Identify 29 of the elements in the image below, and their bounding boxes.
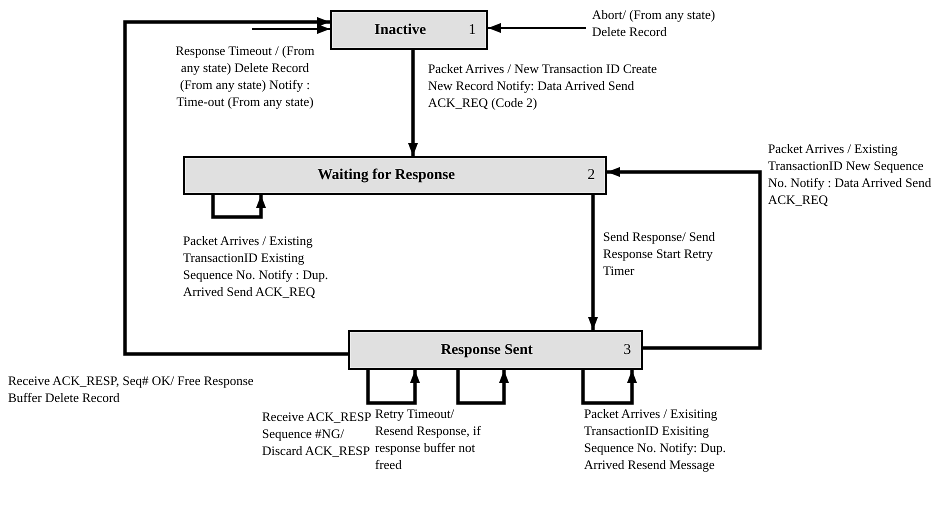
transition-arrow: [607, 167, 762, 350]
transition-arrow: [408, 50, 418, 156]
state-number: 2: [588, 166, 596, 186]
transition-arrow: [581, 370, 637, 405]
edge-label: Abort/ (From any state) Delete Record: [592, 6, 716, 40]
state-number: 3: [624, 340, 632, 360]
state-box: [183, 156, 607, 195]
state-name: Response Sent: [440, 340, 534, 360]
state-name: Waiting for Response: [316, 166, 456, 186]
state-name: Inactive: [373, 20, 428, 40]
edge-label: Packet Arrives / Exisiting TransactionID Exisiting Sequence No. Notify: Dup. Arrived Resend Message: [584, 405, 727, 473]
transition-arrow: [488, 23, 586, 33]
state-box: [330, 10, 488, 50]
transition-arrow: [211, 195, 266, 219]
edge-label: Packet Arrives / Existing TransactionID New Sequence No. Notify : Data Arrived Send ACK_REQ: [768, 140, 932, 208]
state-box: [348, 330, 643, 370]
edge-label: Send Response/ Send Response Start Retry Timer: [603, 228, 716, 279]
transition-arrow: [252, 24, 330, 34]
edge-label: Packet Arrives / New Transaction ID Create New Record Notify: Data Arrived Send ACK_REQ (Code 2): [428, 60, 658, 111]
transition-arrow: [456, 370, 509, 405]
edge-label: Receive ACK_RESP, Seq# OK/ Free Response Buffer Delete Record: [8, 372, 255, 406]
transition-arrow: [588, 195, 598, 330]
edge-label: Response Timeout / (From any state) Delete Record (From any state) Notify : Time-out (From any state): [174, 42, 316, 110]
transition-arrow: [366, 370, 420, 405]
state-number: 1: [468, 20, 477, 40]
edge-label: Receive ACK_RESP Sequence #NG/ Discard ACK_RESP: [262, 408, 372, 459]
edge-label: Retry Timeout/ Resend Response, if response buffer not freed: [375, 405, 482, 473]
transition-arrow: [123, 17, 348, 356]
edge-label: Packet Arrives / Existing TransactionID Existing Sequence No. Notify : Dup. Arrived Send ACK_REQ: [183, 232, 330, 300]
